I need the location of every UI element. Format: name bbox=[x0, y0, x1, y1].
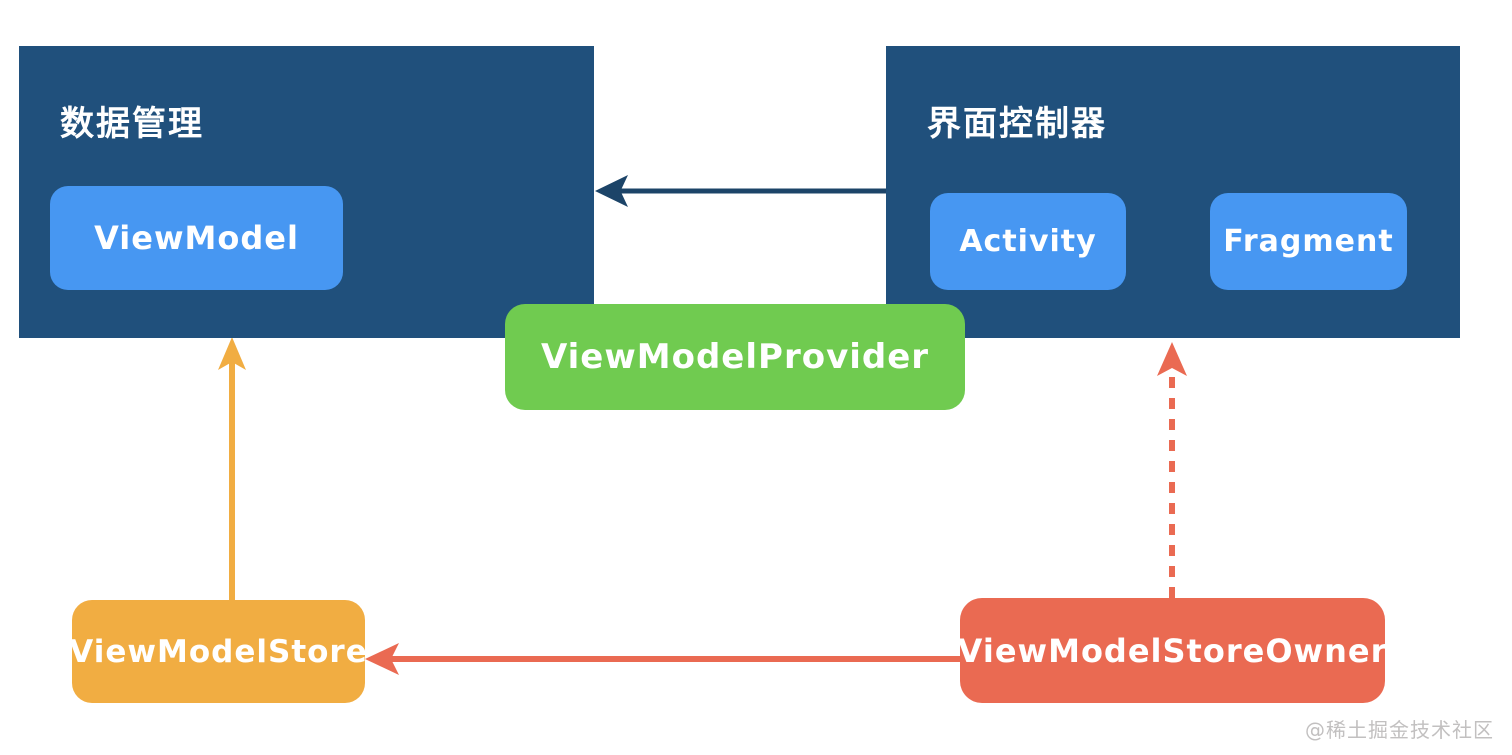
group-title-ui-controller: 界面控制器 bbox=[927, 104, 1107, 144]
node-viewmodelstoreowner: ViewModelStoreOwner bbox=[958, 598, 1386, 703]
group-ui-controller: 界面控制器 Activity Fragment bbox=[886, 46, 1460, 338]
watermark: @稀土掘金技术社区 bbox=[1305, 718, 1494, 742]
node-activity: Activity bbox=[930, 193, 1126, 290]
node-viewmodelstore: ViewModelStore bbox=[69, 600, 367, 703]
group-data-management: 数据管理 ViewModel bbox=[19, 46, 594, 338]
arrow-owner-to-store bbox=[365, 643, 960, 675]
node-viewmodel: ViewModel bbox=[50, 186, 343, 290]
arrow-controller-to-data bbox=[595, 175, 886, 207]
node-viewmodelprovider: ViewModelProvider bbox=[505, 304, 965, 410]
node-fragment: Fragment bbox=[1210, 193, 1407, 290]
group-title-data-management: 数据管理 bbox=[60, 104, 204, 144]
arrow-store-to-data bbox=[218, 337, 246, 600]
arrow-owner-to-controller bbox=[1157, 342, 1187, 598]
